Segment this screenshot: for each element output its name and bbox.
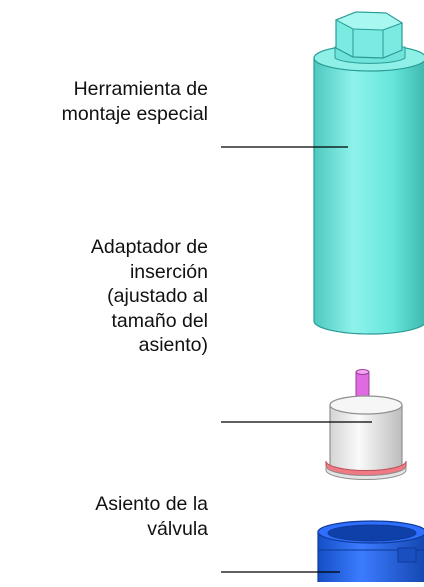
label-mounting-tool: Herramienta de montaje especial (61, 78, 208, 125)
label-valve-seat: Asiento de la válvula (95, 493, 208, 540)
valve-seat (317, 520, 424, 587)
insertion-adapter (325, 369, 407, 480)
label-insertion-adapter: Adaptador de inserción (ajustado al tama… (90, 236, 208, 356)
mounting-tool (313, 11, 424, 335)
